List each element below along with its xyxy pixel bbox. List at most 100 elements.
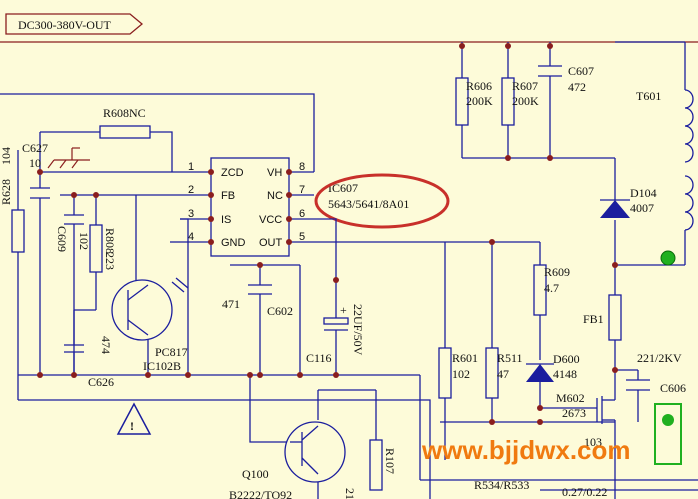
r628-label: R628 (0, 179, 13, 205)
test-point-lower (662, 414, 674, 426)
warning-icon (116, 402, 152, 435)
r534-label: R534/R533 (474, 478, 529, 492)
c627-label: C627 (22, 141, 48, 155)
ic-pin1-name: ZCD (221, 167, 244, 179)
r511-resistor (485, 347, 499, 399)
r601-resistor (438, 347, 452, 399)
c606-value: 221/2KV (637, 351, 682, 365)
r607-resistor (501, 77, 515, 126)
fb1-bead (608, 294, 622, 341)
ic-pin7-num: 7 (299, 184, 305, 196)
ic607-name: IC607 (328, 181, 358, 195)
net-label-flag (5, 13, 144, 35)
fb1-label: FB1 (583, 312, 604, 326)
r607-value: 200K (512, 94, 539, 108)
ic-pin5-num: 5 (299, 231, 305, 243)
r608nc-resistor (99, 125, 151, 139)
c607-value: 472 (568, 80, 586, 94)
d600-value: 4148 (553, 367, 577, 381)
ic-pin8-name: VH (267, 167, 282, 179)
c116-plus-sign: + (340, 303, 347, 317)
d104-label: D104 (630, 186, 657, 200)
q100-label: Q100 (242, 467, 269, 481)
ic-pin1-num: 1 (188, 161, 194, 173)
pc817-internals (127, 277, 189, 336)
r601-value: 102 (452, 367, 470, 381)
c116-value: 22UF/50V (351, 304, 365, 356)
d104-value: 4007 (630, 201, 654, 215)
r808-label: R808 (103, 228, 117, 254)
cap-474-value: 474 (99, 336, 113, 354)
ic-pin8-num: 8 (299, 161, 305, 173)
r606-resistor (455, 77, 469, 126)
ic-pin6-num: 6 (299, 208, 305, 220)
d104-diode (600, 200, 630, 218)
c116-plate-positive (323, 317, 349, 325)
q100-wiring (249, 375, 377, 499)
q100-internals (290, 425, 319, 475)
d600-diode (526, 364, 554, 382)
r107-resistor (369, 439, 383, 491)
r628-value: 104 (0, 147, 13, 165)
warning-icon-mark: ! (130, 419, 134, 433)
r808-value: 223 (103, 252, 117, 270)
ic-pin4-name: GND (221, 237, 246, 249)
c609-value: 102 (77, 232, 91, 250)
net-label-text: DC300-380V-OUT (18, 18, 112, 32)
c609-label: C609 (55, 226, 69, 252)
r534-value: 0.27/0.22 (562, 485, 607, 499)
d600-label: D600 (553, 352, 580, 366)
value-103: 103 (584, 435, 602, 449)
ic-pin3-num: 3 (188, 208, 194, 220)
ic607-part: 5643/5641/8A01 (328, 197, 409, 211)
r511-value: 47 (497, 367, 509, 381)
c116-label: C116 (306, 351, 332, 365)
junction-dots (37, 43, 618, 425)
m602-mosfet (596, 392, 616, 430)
c627-value: 10 (29, 156, 41, 170)
ic-pin6-name: VCC (259, 214, 282, 226)
c116-wiring (314, 218, 337, 375)
ic-pin3-name: IS (221, 214, 231, 226)
r107-value: 21 (343, 488, 357, 499)
ic-pin5-name: OUT (259, 237, 283, 249)
ic-pin-dots (208, 169, 292, 245)
r609-value: 4.7 (544, 281, 559, 295)
c602-label: C602 (267, 304, 293, 318)
pc817-transistor (111, 279, 173, 341)
ground-symbol-red (47, 147, 90, 169)
c606-label: C606 (660, 381, 686, 395)
r606-value: 200K (466, 94, 493, 108)
c626-label: C626 (88, 375, 114, 389)
ic607-body (210, 157, 290, 257)
ic-pin4-num: 4 (188, 231, 194, 243)
r606-label: R606 (466, 79, 492, 93)
r511-label: R511 (497, 351, 523, 365)
ic-pin2-num: 2 (188, 184, 194, 196)
ic-pin2-name: FB (221, 190, 235, 202)
t601-secondary-coil (684, 175, 694, 231)
test-point-box (654, 403, 682, 465)
r607-label: R607 (512, 79, 538, 93)
c602-wiring (230, 264, 301, 375)
test-point-upper (660, 250, 676, 266)
r601-label: R601 (452, 351, 478, 365)
r609-resistor (533, 264, 547, 316)
c607-label: C607 (568, 64, 594, 78)
right-wiring (314, 41, 698, 499)
q100-value: B2222/TO92 (229, 488, 292, 499)
r808-resistor (89, 224, 103, 273)
q100-transistor (284, 421, 346, 483)
ic-pin7-name: NC (267, 190, 283, 202)
left-wiring (0, 93, 431, 499)
cap-471-value: 471 (222, 297, 240, 311)
r608nc-label: R608NC (103, 106, 146, 120)
highlight-ellipse (314, 173, 450, 229)
t601-label: T601 (636, 89, 661, 103)
watermark-text: www.bjjdwx.com (421, 435, 631, 465)
t601-primary-coil (684, 89, 694, 163)
m602-label: M602 (556, 391, 585, 405)
pc817-label: PC817 (155, 345, 188, 359)
